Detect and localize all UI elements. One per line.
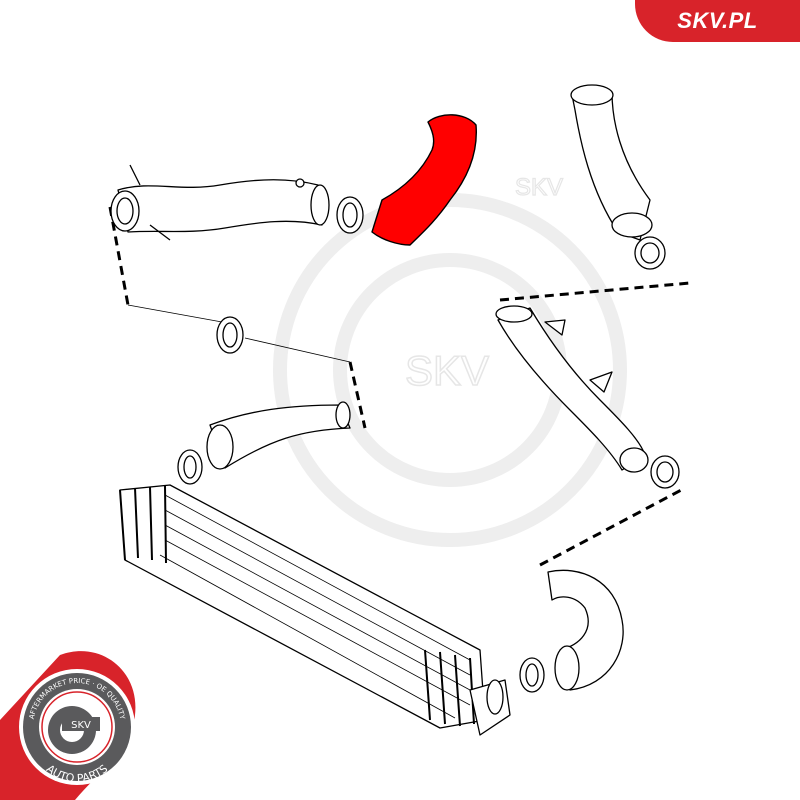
hose-clamp-5 [650,455,680,489]
intercooler [119,484,511,736]
dashed-guide-lines [108,206,691,567]
hose-clamp-2 [216,316,244,354]
middle-left-hose [206,401,351,470]
upper-left-pipe [110,164,330,241]
upper-right-pipe [570,84,653,241]
seal-center-text: SKV [71,720,91,731]
skv-auto-parts-seal-logo: SKV AFTERMARKET PRICE · OE QUALITY AUTO … [0,651,136,800]
badge-text: SKV.PL [677,8,758,33]
thin-guide-lines [127,304,351,363]
watermark-text-small: SKV [515,174,563,201]
lower-right-hose [547,569,624,691]
highlighted-charge-air-hose[interactable] [371,114,477,246]
middle-right-pipe [495,305,649,473]
watermark-text: SKV [405,347,489,394]
hose-clamp-4 [634,236,666,270]
skv-pl-badge[interactable]: SKV.PL [635,0,800,42]
hose-clamp-3 [177,449,203,485]
hose-clamp-1 [336,196,364,234]
hose-clamp-6 [519,657,545,693]
